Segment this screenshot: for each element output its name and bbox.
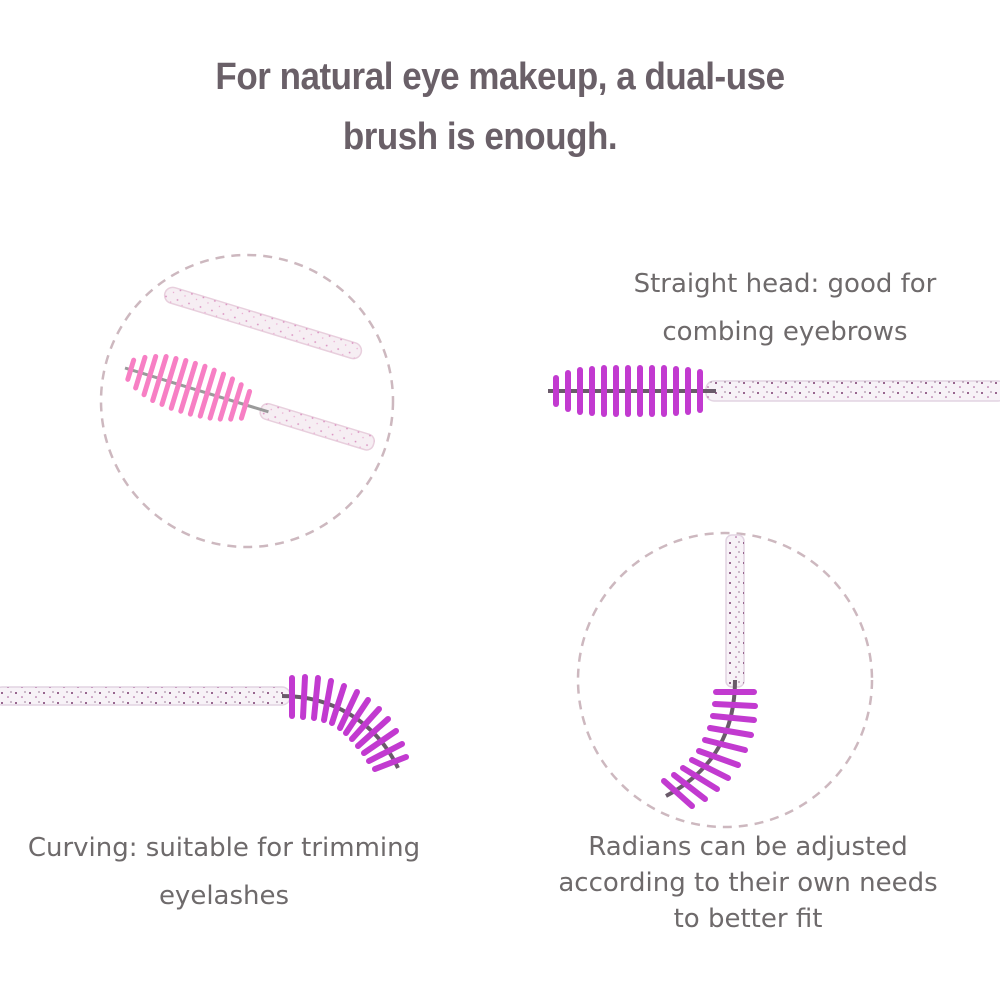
radians-caption-line-1: Radians can be adjusted xyxy=(588,832,908,862)
straight-head-caption: Straight head: good for combing eyebrows xyxy=(560,266,1000,350)
pink-spoolie-brush xyxy=(124,353,375,451)
straight-head-brush xyxy=(548,365,1000,417)
straight-head-caption-line-1: Straight head: good for xyxy=(633,269,937,299)
curving-caption: Curving: suitable for trimming eyelashes xyxy=(0,830,448,914)
curving-caption-line-2: eyelashes xyxy=(158,881,290,911)
curved-head-brush xyxy=(0,674,409,772)
radians-caption-line-3: to better fit xyxy=(673,904,823,934)
headline-line-1: For natural eye makeup, a dual-use xyxy=(215,56,785,98)
radians-caption: Radians can be adjusted according to the… xyxy=(520,829,976,937)
radians-caption-line-2: according to their own needs xyxy=(558,868,938,898)
headline-line-2: brush is enough. xyxy=(342,116,618,158)
pink-brush-detail-circle xyxy=(99,253,395,549)
adjustable-brush-detail-circle xyxy=(576,531,874,829)
curving-caption-line-1: Curving: suitable for trimming xyxy=(27,833,421,863)
pink-wand-shaft xyxy=(163,286,363,360)
straight-head-caption-line-2: combing eyebrows xyxy=(662,317,908,347)
